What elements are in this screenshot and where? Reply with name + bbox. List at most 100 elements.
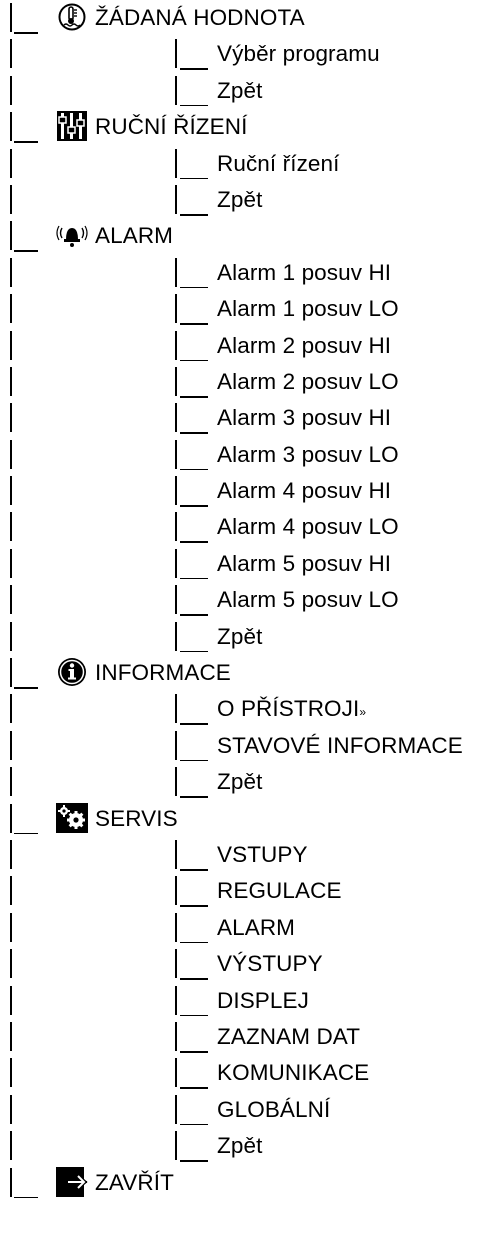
menu-item[interactable]: Alarm 5 posuv LO: [0, 582, 486, 618]
tree-line: [175, 585, 177, 615]
tree-branch: [180, 104, 208, 107]
menu-section[interactable]: ŽÁDANÁ HODNOTA: [0, 0, 486, 36]
menu-item[interactable]: ALARM: [0, 910, 486, 946]
menu-section[interactable]: ALARM: [0, 218, 486, 254]
menu-item[interactable]: GLOBÁLNÍ: [0, 1092, 486, 1128]
menu-item-label: Výběr programu: [217, 41, 380, 67]
tree-line: [175, 912, 177, 942]
menu-item[interactable]: Alarm 3 posuv LO: [0, 437, 486, 473]
menu-item-label: GLOBÁLNÍ: [217, 1096, 331, 1122]
tree-branch: [180, 723, 208, 726]
menu-item-label: Alarm 2 posuv HI: [217, 332, 392, 358]
menu-item[interactable]: Alarm 1 posuv HI: [0, 255, 486, 291]
tree-line: [175, 512, 177, 542]
tree-line: [10, 621, 12, 651]
tree-branch: [14, 141, 38, 143]
menu-item[interactable]: VÝSTUPY: [0, 946, 486, 982]
menu-item-label: Zpět: [217, 623, 263, 649]
tree-line: [10, 3, 12, 32]
menu-item[interactable]: REGULACE: [0, 873, 486, 909]
menu-item[interactable]: Zpět: [0, 1128, 486, 1164]
menu-item[interactable]: Alarm 3 posuv HI: [0, 400, 486, 436]
tree-line: [175, 730, 177, 760]
tree-line: [175, 949, 177, 979]
menu-item[interactable]: Alarm 1 posuv LO: [0, 291, 486, 327]
tree-branch: [180, 1087, 208, 1089]
menu-item[interactable]: Alarm 2 posuv HI: [0, 328, 486, 364]
tree-line: [10, 839, 12, 869]
menu-item-label: Alarm 4 posuv LO: [217, 514, 399, 540]
menu-item-label: Alarm 4 posuv HI: [217, 478, 392, 504]
tree-line: [175, 1131, 177, 1161]
tree-line: [175, 439, 177, 469]
tree-line: [10, 294, 12, 324]
menu-item[interactable]: Alarm 4 posuv LO: [0, 509, 486, 545]
tree-line: [10, 330, 12, 360]
tree-branch: [180, 650, 208, 653]
tree-branch: [180, 759, 208, 762]
menu-item-label: Alarm 3 posuv HI: [217, 405, 392, 431]
menu-item[interactable]: Výběr programu: [0, 36, 486, 72]
tree-branch: [180, 541, 208, 544]
tree-line: [10, 985, 12, 1015]
tree-branch: [14, 250, 38, 252]
tree-branch: [180, 468, 208, 471]
tree-line: [10, 476, 12, 506]
tree-line: [10, 184, 12, 214]
menu-item[interactable]: STAVOVÉ INFORMACE: [0, 728, 486, 764]
menu-section[interactable]: ZAVŘÍT: [0, 1165, 486, 1201]
menu-item[interactable]: Zpět: [0, 764, 486, 800]
tree-branch: [180, 577, 208, 580]
menu-item[interactable]: Zpět: [0, 182, 486, 218]
tree-line: [10, 1131, 12, 1161]
tree-line: [175, 257, 177, 287]
tree-branch: [180, 868, 208, 871]
menu-item-label: REGULACE: [217, 878, 342, 904]
tree-branch: [180, 1160, 208, 1162]
menu-item-label: KOMUNIKACE: [217, 1060, 370, 1086]
manual-control-sliders-icon: [56, 111, 88, 142]
tree-line: [175, 1021, 177, 1051]
menu-item[interactable]: VSTUPY: [0, 837, 486, 873]
tree-line: [10, 548, 12, 578]
menu-section[interactable]: INFORMACE: [0, 655, 486, 691]
tree-branch: [180, 505, 208, 507]
tree-line: [175, 767, 177, 797]
menu-item[interactable]: Alarm 4 posuv HI: [0, 473, 486, 509]
tree-line: [10, 876, 12, 906]
menu-item-label: VSTUPY: [217, 841, 308, 867]
tree-line: [175, 1058, 177, 1088]
tree-branch: [180, 213, 208, 216]
menu-item[interactable]: ZAZNAM DAT: [0, 1019, 486, 1055]
menu-tree: ŽÁDANÁ HODNOTA Výběr programu Zpět RUČNÍ…: [0, 0, 486, 1201]
tree-line: [175, 39, 177, 69]
menu-item-label: Alarm 2 posuv LO: [217, 368, 399, 394]
menu-item-label: Alarm 1 posuv HI: [217, 259, 392, 285]
tree-line: [10, 403, 12, 433]
tree-line: [175, 839, 177, 869]
tree-line: [10, 221, 12, 251]
menu-section-label: RUČNÍ ŘÍZENÍ: [95, 114, 248, 140]
menu-item[interactable]: Zpět: [0, 619, 486, 655]
menu-item[interactable]: Alarm 2 posuv LO: [0, 364, 486, 400]
menu-section[interactable]: RUČNÍ ŘÍZENÍ: [0, 109, 486, 145]
tree-line: [10, 39, 12, 69]
tree-branch: [180, 978, 208, 980]
tree-line: [10, 730, 12, 760]
tree-line: [10, 148, 12, 178]
tree-branch: [180, 395, 208, 398]
menu-item[interactable]: KOMUNIKACE: [0, 1055, 486, 1091]
menu-item[interactable]: Zpět: [0, 73, 486, 109]
menu-section[interactable]: SERVIS: [0, 801, 486, 837]
tree-line: [10, 694, 12, 724]
tree-branch: [14, 832, 38, 835]
tree-branch: [180, 359, 208, 362]
tree-line: [10, 803, 12, 833]
menu-item-label: Zpět: [217, 77, 263, 103]
menu-item[interactable]: DISPLEJ: [0, 983, 486, 1019]
tree-line: [10, 912, 12, 942]
menu-item[interactable]: Ruční řízení: [0, 146, 486, 182]
menu-item[interactable]: O PŘÍSTROJI»: [0, 691, 486, 727]
menu-item[interactable]: Alarm 5 posuv HI: [0, 546, 486, 582]
tree-line: [10, 257, 12, 287]
